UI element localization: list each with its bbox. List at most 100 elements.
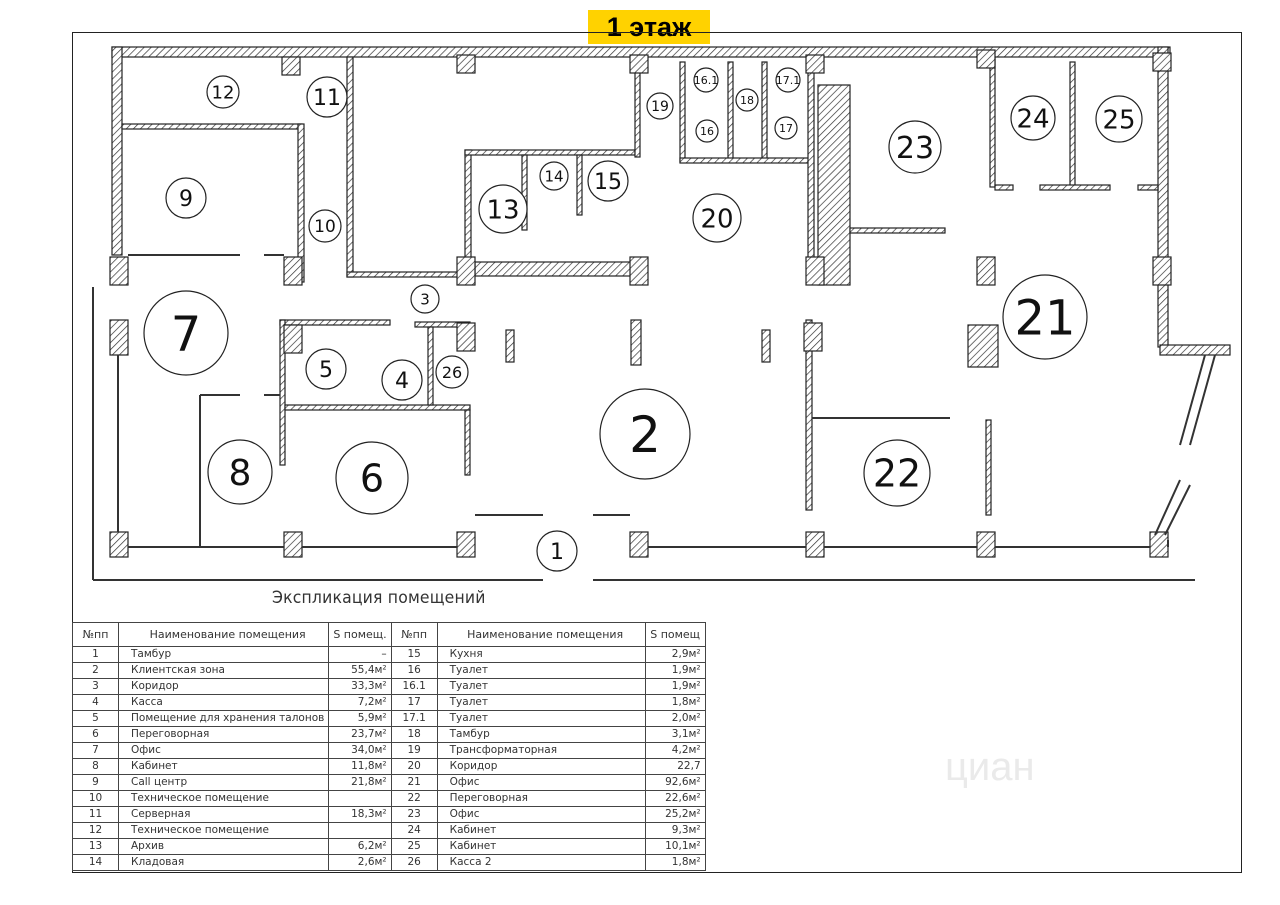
room-label-circle bbox=[1010, 95, 1056, 141]
room-number: 21 bbox=[1014, 290, 1075, 346]
room-label-circle bbox=[692, 193, 742, 243]
room-number: 17 bbox=[779, 122, 793, 135]
walls bbox=[111, 46, 1231, 516]
cell-name: Тамбур bbox=[436, 726, 646, 743]
cell-name: Переговорная bbox=[117, 726, 330, 743]
cell-area: 25,2м² bbox=[644, 806, 706, 823]
room-label-circle bbox=[478, 184, 528, 234]
cell-name: Кабинет bbox=[117, 758, 330, 775]
cell-area: 11,8м² bbox=[328, 758, 392, 775]
cell-no: 21 bbox=[390, 774, 438, 791]
room-label-circle bbox=[1095, 95, 1143, 143]
drawing-frame bbox=[72, 32, 1242, 873]
cell-name: Касса bbox=[117, 694, 330, 711]
room-number: 23 bbox=[896, 131, 934, 166]
cell-area: 33,3м² bbox=[328, 678, 392, 695]
cell-area: – bbox=[328, 646, 392, 663]
cell-area: 1,9м² bbox=[644, 662, 706, 679]
cell-name: Call центр bbox=[117, 774, 330, 791]
room-number: 1 bbox=[550, 540, 564, 565]
room-label-circle bbox=[143, 290, 229, 376]
room-label-circle bbox=[693, 67, 719, 93]
cell-name: Туалет bbox=[436, 694, 646, 711]
room-label-circle bbox=[888, 120, 942, 174]
room-number: 25 bbox=[1102, 105, 1135, 135]
room-label: 10 bbox=[308, 209, 342, 243]
cell-name: Помещение для хранения талонов bbox=[117, 710, 330, 727]
cell-name: Тамбур bbox=[117, 646, 330, 663]
room-label: 8 bbox=[207, 439, 273, 505]
header-no: №пп bbox=[390, 622, 438, 647]
room-label: 6 bbox=[335, 441, 409, 515]
cell-no: 14 bbox=[72, 854, 119, 871]
room-label-circle bbox=[863, 439, 931, 507]
room-label: 7 bbox=[143, 290, 229, 376]
room-label: 15 bbox=[587, 160, 629, 202]
room-label-circle bbox=[774, 116, 798, 140]
cell-no: 22 bbox=[390, 790, 438, 807]
cell-name: Кабинет bbox=[436, 838, 646, 855]
cell-name: Техническое помещение bbox=[117, 822, 330, 839]
cell-name: Кухня bbox=[436, 646, 646, 663]
cell-no: 20 bbox=[390, 758, 438, 775]
cell-area: 1,8м² bbox=[644, 854, 706, 871]
thin-walls bbox=[92, 254, 1216, 581]
cell-area: 18,3м² bbox=[328, 806, 392, 823]
cell-no: 17.1 bbox=[390, 710, 438, 727]
room-number: 17.1 bbox=[776, 74, 801, 87]
cell-name: Кабинет bbox=[436, 822, 646, 839]
room-number: 14 bbox=[544, 167, 563, 185]
cell-no: 18 bbox=[390, 726, 438, 743]
cell-name: Трансформаторная bbox=[436, 742, 646, 759]
cell-name: Клиентская зона bbox=[117, 662, 330, 679]
room-number: 16 bbox=[700, 125, 714, 138]
room-label-circle bbox=[536, 530, 578, 572]
cell-name: Кладовая bbox=[117, 854, 330, 871]
room-label: 12 bbox=[206, 75, 240, 109]
cell-area bbox=[328, 822, 392, 839]
cell-name: Касса 2 bbox=[436, 854, 646, 871]
room-number: 3 bbox=[420, 290, 430, 308]
cell-no: 2 bbox=[72, 662, 119, 679]
room-label-circle bbox=[308, 209, 342, 243]
cell-no: 25 bbox=[390, 838, 438, 855]
room-number: 2 bbox=[629, 406, 661, 464]
cell-name: Офис bbox=[436, 806, 646, 823]
room-label: 5 bbox=[305, 348, 347, 390]
room-label-circle bbox=[410, 284, 440, 314]
room-number: 15 bbox=[594, 170, 622, 195]
explication-table: №пп Наименование помещения S помещ. №пп … bbox=[72, 622, 706, 871]
explication-caption: Экспликация помещений bbox=[272, 588, 486, 608]
cell-no: 13 bbox=[72, 838, 119, 855]
header-no: №пп bbox=[72, 622, 119, 647]
room-label: 26 bbox=[435, 355, 469, 389]
room-number: 11 bbox=[313, 86, 341, 111]
room-label: 23 bbox=[888, 120, 942, 174]
room-number: 6 bbox=[360, 457, 384, 501]
floor-title-badge: 1 этаж bbox=[588, 10, 710, 44]
header-area: S помещ. bbox=[328, 622, 392, 647]
cell-area: 3,1м² bbox=[644, 726, 706, 743]
room-label: 1 bbox=[536, 530, 578, 572]
cell-area: 7,2м² bbox=[328, 694, 392, 711]
room-label: 18 bbox=[735, 88, 759, 112]
cell-no: 9 bbox=[72, 774, 119, 791]
cell-no: 16 bbox=[390, 662, 438, 679]
room-number: 13 bbox=[486, 195, 519, 225]
header-name: Наименование помещения bbox=[436, 622, 646, 647]
room-number: 16.1 bbox=[694, 74, 719, 87]
cell-name: Туалет bbox=[436, 710, 646, 727]
room-label-circle bbox=[539, 161, 569, 191]
cell-no: 4 bbox=[72, 694, 119, 711]
cell-area: 10,1м² bbox=[644, 838, 706, 855]
room-label: 17 bbox=[774, 116, 798, 140]
cell-no: 19 bbox=[390, 742, 438, 759]
room-number: 20 bbox=[700, 204, 733, 234]
room-number: 12 bbox=[212, 82, 235, 103]
